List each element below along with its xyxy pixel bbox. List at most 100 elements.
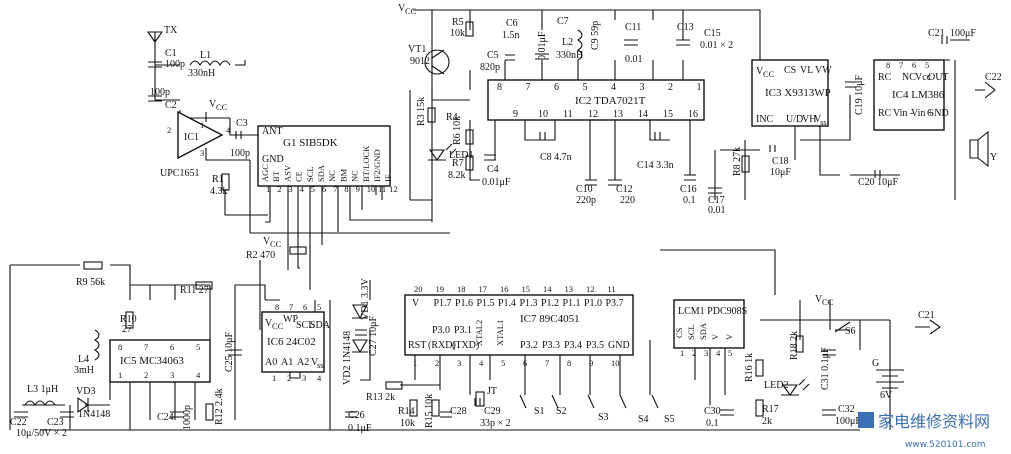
ic5-bottom-pin: 2	[144, 370, 148, 380]
svg-text:L2: L2	[562, 37, 573, 48]
svg-text:S3: S3	[598, 412, 609, 423]
svg-text:R3 15k: R3 15k	[416, 97, 427, 126]
g1-pin-number: 10	[367, 184, 376, 194]
g1-pin-label: IF	[383, 174, 393, 182]
ic7-bottom-number: 3	[457, 358, 461, 368]
svg-text:IC5 MC34063: IC5 MC34063	[120, 355, 184, 367]
svg-text:ANT: ANT	[262, 126, 283, 137]
ic5-top-pin: 7	[144, 342, 148, 352]
svg-text:家电维修资料网: 家电维修资料网	[878, 412, 990, 431]
svg-text:R12 2.4k: R12 2.4k	[214, 388, 225, 425]
svg-text:R8 27k: R8 27k	[732, 147, 743, 176]
svg-text:R1: R1	[212, 174, 224, 185]
svg-text:Vin +: Vin +	[911, 108, 934, 119]
svg-text:Vcc: Vcc	[915, 72, 932, 83]
ic7-bottom-number: 9	[589, 358, 593, 368]
g1-pin-number: 12	[389, 184, 398, 194]
jack-c22: C22	[975, 72, 1002, 99]
g1-pin-number: 4	[300, 184, 305, 194]
svg-text:100p: 100p	[165, 59, 185, 70]
svg-text:www.520101.com: www.520101.com	[905, 440, 986, 450]
svg-text:C18: C18	[772, 156, 789, 167]
antenna-symbol: TX	[146, 25, 178, 43]
battery-g: G 6V	[872, 358, 904, 401]
svg-text:XTAL2: XTAL2	[474, 320, 484, 346]
ic7-top-label: P1.0	[584, 298, 602, 309]
svg-text:U/D: U/D	[786, 114, 803, 125]
g1-pin-label: CE	[294, 171, 304, 182]
ic4-top-pin: 8	[886, 60, 890, 70]
svg-text:V: V	[724, 333, 734, 340]
ic7-bottom-label: P3.2	[520, 340, 538, 351]
svg-text:1.5n: 1.5n	[502, 30, 520, 41]
svg-text:10μ/50V × 2: 10μ/50V × 2	[16, 428, 67, 439]
svg-text:6V: 6V	[880, 390, 893, 401]
svg-text:NC: NC	[902, 72, 916, 83]
svg-text:220: 220	[620, 195, 635, 206]
svg-text:C28: C28	[450, 406, 467, 417]
ic7-top-number: 19	[436, 284, 445, 294]
svg-text:R10: R10	[120, 314, 137, 325]
svg-text:VD2 1N4148: VD2 1N4148	[342, 331, 353, 385]
lcm1-pin-number: 5	[728, 348, 732, 358]
svg-text:4: 4	[226, 125, 231, 135]
svg-text:1000p: 1000p	[182, 405, 193, 430]
svg-text:C27 10μF: C27 10μF	[368, 315, 379, 356]
g1-pin-labels: AGC1BT2ASV3CE4SCL5SDA6NC7BM8NC9BT/LOCK10…	[260, 145, 398, 194]
vcc-ic1: V CC	[209, 99, 228, 112]
ic5-bottom-pin: 4	[196, 370, 201, 380]
g1-pin-label: NC	[350, 170, 360, 182]
svg-text:P3.0: P3.0	[432, 325, 450, 336]
svg-text:JT: JT	[487, 386, 497, 397]
ic7-top-number: 16	[500, 284, 509, 294]
svg-text:LED1: LED1	[449, 150, 473, 161]
svg-text:C9 59p: C9 59p	[590, 21, 601, 50]
ic7-bottom-number: 10	[611, 358, 620, 368]
svg-text:WP: WP	[283, 314, 298, 325]
svg-text:CC: CC	[216, 102, 228, 112]
speaker-y: Y	[969, 130, 997, 168]
svg-text:VD1 3.3V: VD1 3.3V	[360, 278, 371, 320]
ic7-top-label: P1.2	[541, 298, 559, 309]
g1-pin-label: BT/LOCK	[361, 145, 371, 182]
svg-text:R11 27: R11 27	[180, 285, 209, 296]
svg-text:L1: L1	[200, 50, 211, 61]
svg-text:G1 SIB5DK: G1 SIB5DK	[283, 137, 338, 149]
ic5-top-pin: 6	[170, 342, 174, 352]
svg-text:IC1: IC1	[184, 132, 199, 143]
svg-text:IC7 89C4051: IC7 89C4051	[520, 313, 580, 325]
svg-text:SDA: SDA	[698, 322, 708, 340]
ic7-top-number: 18	[457, 284, 466, 294]
svg-text:CS: CS	[674, 327, 684, 338]
ic6-top-pin: 8	[275, 302, 279, 312]
svg-text:(RXD): (RXD)	[428, 340, 456, 351]
svg-text:3mH: 3mH	[74, 365, 94, 376]
svg-text:C17: C17	[708, 195, 725, 206]
svg-text:0.01 × 2: 0.01 × 2	[700, 40, 733, 51]
svg-text:CC: CC	[270, 239, 282, 249]
svg-text:IC2 TDA7021T: IC2 TDA7021T	[575, 95, 646, 107]
ic7-bottom-number: 7	[545, 358, 549, 368]
svg-text:L4: L4	[78, 354, 89, 365]
vcc-right: V CC	[815, 294, 834, 307]
svg-text:V: V	[814, 114, 822, 125]
svg-text:C29: C29	[484, 406, 501, 417]
g1-pin-label: AGC	[260, 164, 270, 182]
svg-text:1N4148: 1N4148	[78, 409, 110, 420]
svg-text:V: V	[815, 294, 823, 305]
ic7-bottom-label: P3.3	[542, 340, 560, 351]
svg-text:100p: 100p	[150, 87, 170, 98]
svg-text:C1: C1	[165, 48, 177, 59]
svg-text:C3: C3	[236, 118, 248, 129]
svg-text:A1: A1	[281, 357, 293, 368]
svg-text:V: V	[756, 66, 764, 77]
ic7-top-label: P1.7	[434, 298, 452, 309]
svg-text:C12: C12	[616, 184, 633, 195]
svg-text:SDA: SDA	[310, 320, 331, 331]
svg-text:SCL: SCL	[686, 324, 696, 340]
svg-text:VT1: VT1	[408, 44, 426, 55]
